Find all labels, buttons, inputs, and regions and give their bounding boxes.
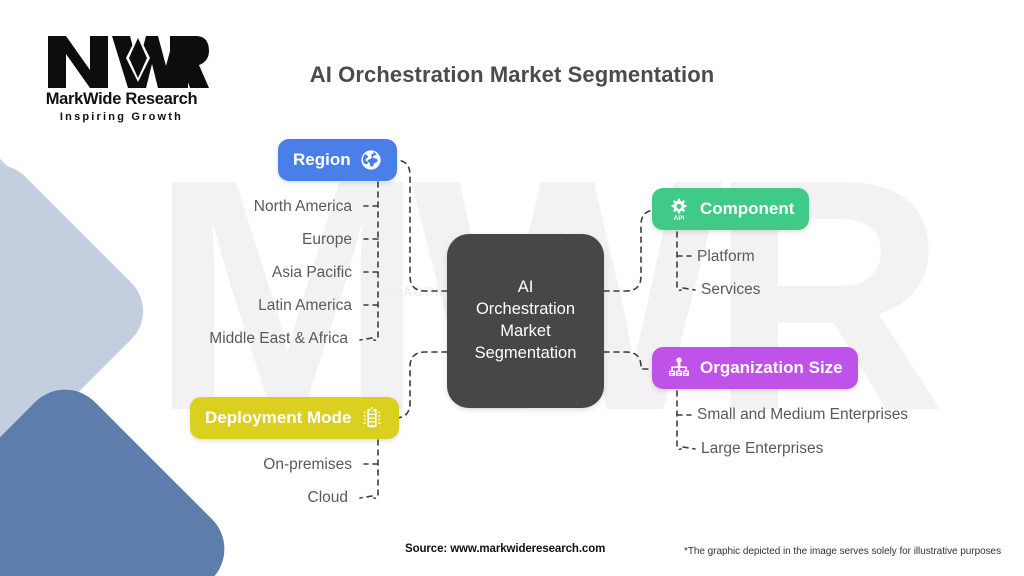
sub-item-region-1: Europe: [302, 231, 352, 248]
wire-center-to-component: [603, 209, 669, 292]
globe-icon: [360, 149, 382, 171]
wire-organization-spine: [676, 390, 682, 451]
wire-center-to-deployment: [370, 351, 448, 419]
logo-tagline: Inspiring Growth: [59, 111, 184, 123]
branch-label-deployment-mode: Deployment Mode: [205, 408, 352, 427]
logo-company-name: MarkWide Research: [45, 90, 198, 108]
wire-deployment-spine: [373, 439, 379, 500]
sub-item-region-4: Middle East & Africa: [209, 330, 348, 347]
wire-component-item-1: [682, 287, 696, 291]
wire-region-spine: [373, 181, 379, 342]
branch-pill-component[interactable]: API Component: [652, 188, 810, 230]
branch-pill-deployment-mode[interactable]: Deployment Mode: [190, 397, 400, 439]
branch-pill-organization-size[interactable]: Organization Size: [652, 347, 858, 389]
server-rack-icon: [360, 406, 384, 430]
gear-api-icon: API: [667, 197, 691, 221]
branch-pill-region[interactable]: Region: [278, 139, 397, 181]
org-chart-icon: [667, 356, 691, 380]
source-label: Source: www.markwideresearch.com: [405, 543, 606, 555]
sub-item-organization-size-1: Large Enterprises: [701, 440, 824, 457]
sub-item-deployment-mode-0: On-premises: [263, 456, 352, 473]
sub-item-component-0: Platform: [697, 248, 755, 265]
sub-item-deployment-mode-1: Cloud: [307, 489, 349, 506]
brand-logo: MarkWide Research Inspiring Growth: [34, 30, 209, 123]
sub-item-region-3: Latin America: [258, 297, 352, 314]
wire-center-to-region: [371, 159, 448, 292]
sub-item-component-1: Services: [701, 281, 761, 298]
logo-monogram-icon: [48, 34, 209, 88]
disclaimer-label: *The graphic depicted in the image serve…: [684, 546, 1002, 557]
branch-label-region: Region: [293, 150, 351, 169]
wire-deployment-item-1: [359, 495, 373, 499]
sub-item-organization-size-0: Small and Medium Enterprises: [697, 406, 909, 423]
sub-item-region-2: Asia Pacific: [271, 264, 352, 281]
wire-organization-item-1: [682, 446, 696, 450]
wire-center-to-organization: [603, 351, 669, 370]
sub-item-region-0: North America: [253, 198, 352, 215]
svg-text:API: API: [674, 215, 685, 221]
wire-region-item-4: [359, 337, 373, 341]
branch-label-component: Component: [700, 199, 795, 218]
wire-component-spine: [676, 231, 682, 292]
page-title: AI Orchestration Market Segmentation: [309, 62, 715, 87]
branch-label-organization-size: Organization Size: [700, 358, 843, 377]
